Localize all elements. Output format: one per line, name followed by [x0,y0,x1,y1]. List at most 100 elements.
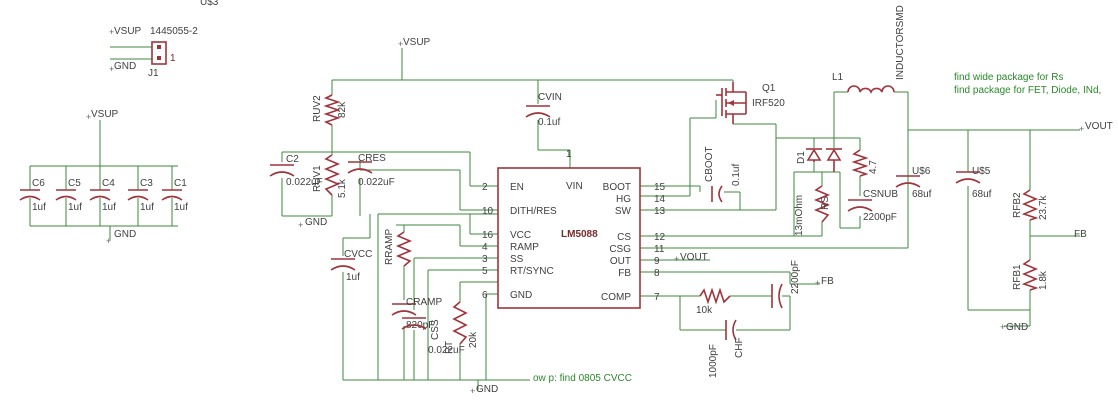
rs-value: 13mOhm [794,195,805,236]
chf-value: 1000pF [708,344,719,378]
cvin-name: CVIN [538,92,562,103]
svg-text:+: + [109,27,114,37]
gnd-label-uv: GND [305,217,327,228]
pin-name: GND [510,290,532,301]
pin-name: VCC [510,230,531,241]
cap-name: C1 [174,178,187,189]
pin-number: 8 [654,268,660,279]
pin-number: 7 [654,292,660,303]
fb-label-comp: FB [821,276,834,287]
pin-number: 13 [654,206,666,217]
ic-pin-left: 5 RT/SYNC [482,266,554,277]
ruv2-value: 82k [337,101,348,118]
svg-text:+: + [106,236,111,246]
ruv1-name: RUV1 [312,165,323,192]
j1-vsup-net: VSUP [114,26,142,37]
cramp-name: CRAMP [406,297,442,308]
pin-name: BOOT [603,182,631,193]
cres-name: CRES [358,153,386,164]
l1-name: L1 [832,72,844,83]
u5-value: 68uf [972,189,992,200]
cap-value: 1uf [68,202,82,213]
cap-name: C4 [102,178,115,189]
svg-text:+: + [86,112,91,122]
csnub-name: CSNUB [863,189,898,200]
svg-text:+: + [815,278,820,288]
pin-name: FB [618,268,631,279]
q1-value: IRF520 [752,98,785,109]
pin-name: RAMP [510,242,539,253]
notes: find wide package for Rs find package fo… [533,72,1101,384]
pin-number: 6 [482,290,488,301]
csnub-value: 2200pF [863,212,897,223]
pin-number: 4 [482,242,488,253]
cvin-value: 0.1uf [538,117,560,128]
c2-value: 0.022uF [286,177,323,188]
pin-number: 15 [654,182,666,193]
pin-name: OUT [610,256,631,267]
pin-number: 2 [482,182,488,193]
l1-value: INDUCTORSMD [895,5,906,80]
partial-label: U$3 [200,0,219,8]
pin-number: 9 [654,256,660,267]
gnd-label-bottom: GND [476,384,498,395]
pin-number: 10 [482,206,494,217]
ruv2-name: RUV2 [312,95,323,122]
wiring [281,48,1080,390]
cap-value: 1uf [140,202,154,213]
ic-pin-left: 6 GND [482,290,532,301]
svg-text:+: + [109,64,114,74]
svg-text:+: + [674,254,679,264]
chf-name: CHF [734,337,745,358]
pin-name: RT/SYNC [510,266,554,277]
q1-name: Q1 [762,83,776,94]
cboot-value: 0.1uf [731,164,742,186]
pin-number: 5 [482,266,488,277]
ic-pin-left: 2 EN [482,182,524,193]
css-name: CSS [430,319,441,340]
ic-vin-label: VIN [566,181,583,192]
vout-label-rail: VOUT [1085,121,1113,132]
vout-label-out: VOUT [680,252,708,263]
pin-name: COMP [601,292,631,303]
d1-name: D1 [796,151,807,164]
pin-name: CSG [609,244,631,255]
rt-name: RT [444,341,455,354]
note-rs: find wide package for Rs [954,72,1064,83]
cap-name: C6 [32,178,45,189]
note-fet: find package for FET, Diode, INd, [954,85,1101,96]
svg-text:+: + [470,386,475,396]
rfb2-value: 23.7k [1038,195,1049,220]
j1-pin1: 1 [170,53,176,64]
u6-value: 68uf [912,189,932,200]
pin-name: SS [510,254,524,265]
j1-gnd-net: GND [114,61,136,72]
connector-body [151,41,167,65]
pin-number: 3 [482,254,488,265]
rfb1-value: 1.8k [1038,270,1049,290]
ic-vin-pin: 1 [566,149,572,160]
pin-name: EN [510,182,524,193]
pin-number: 11 [654,244,665,255]
rt-value: 20k [468,331,479,348]
css-value: 0.022uF [428,345,465,356]
ic-pin-left: 3 SS [482,254,524,265]
ic-pin-right: OUT 9 [610,256,660,267]
rramp-name: RRAMP [384,229,395,265]
u6-name: U$6 [912,166,931,177]
svg-text:+: + [1079,124,1084,134]
u5-name: U$5 [972,166,991,177]
net-labels: + VSUP + GND + GND + VOUT + FB + VOUT FB… [298,37,1113,396]
pin-name: CS [617,232,631,243]
components: RUV2 82k RUV1 5.1k C2 0.022uF CRES 0.022… [269,5,1049,378]
cap-bank-vsup: VSUP [91,109,119,120]
